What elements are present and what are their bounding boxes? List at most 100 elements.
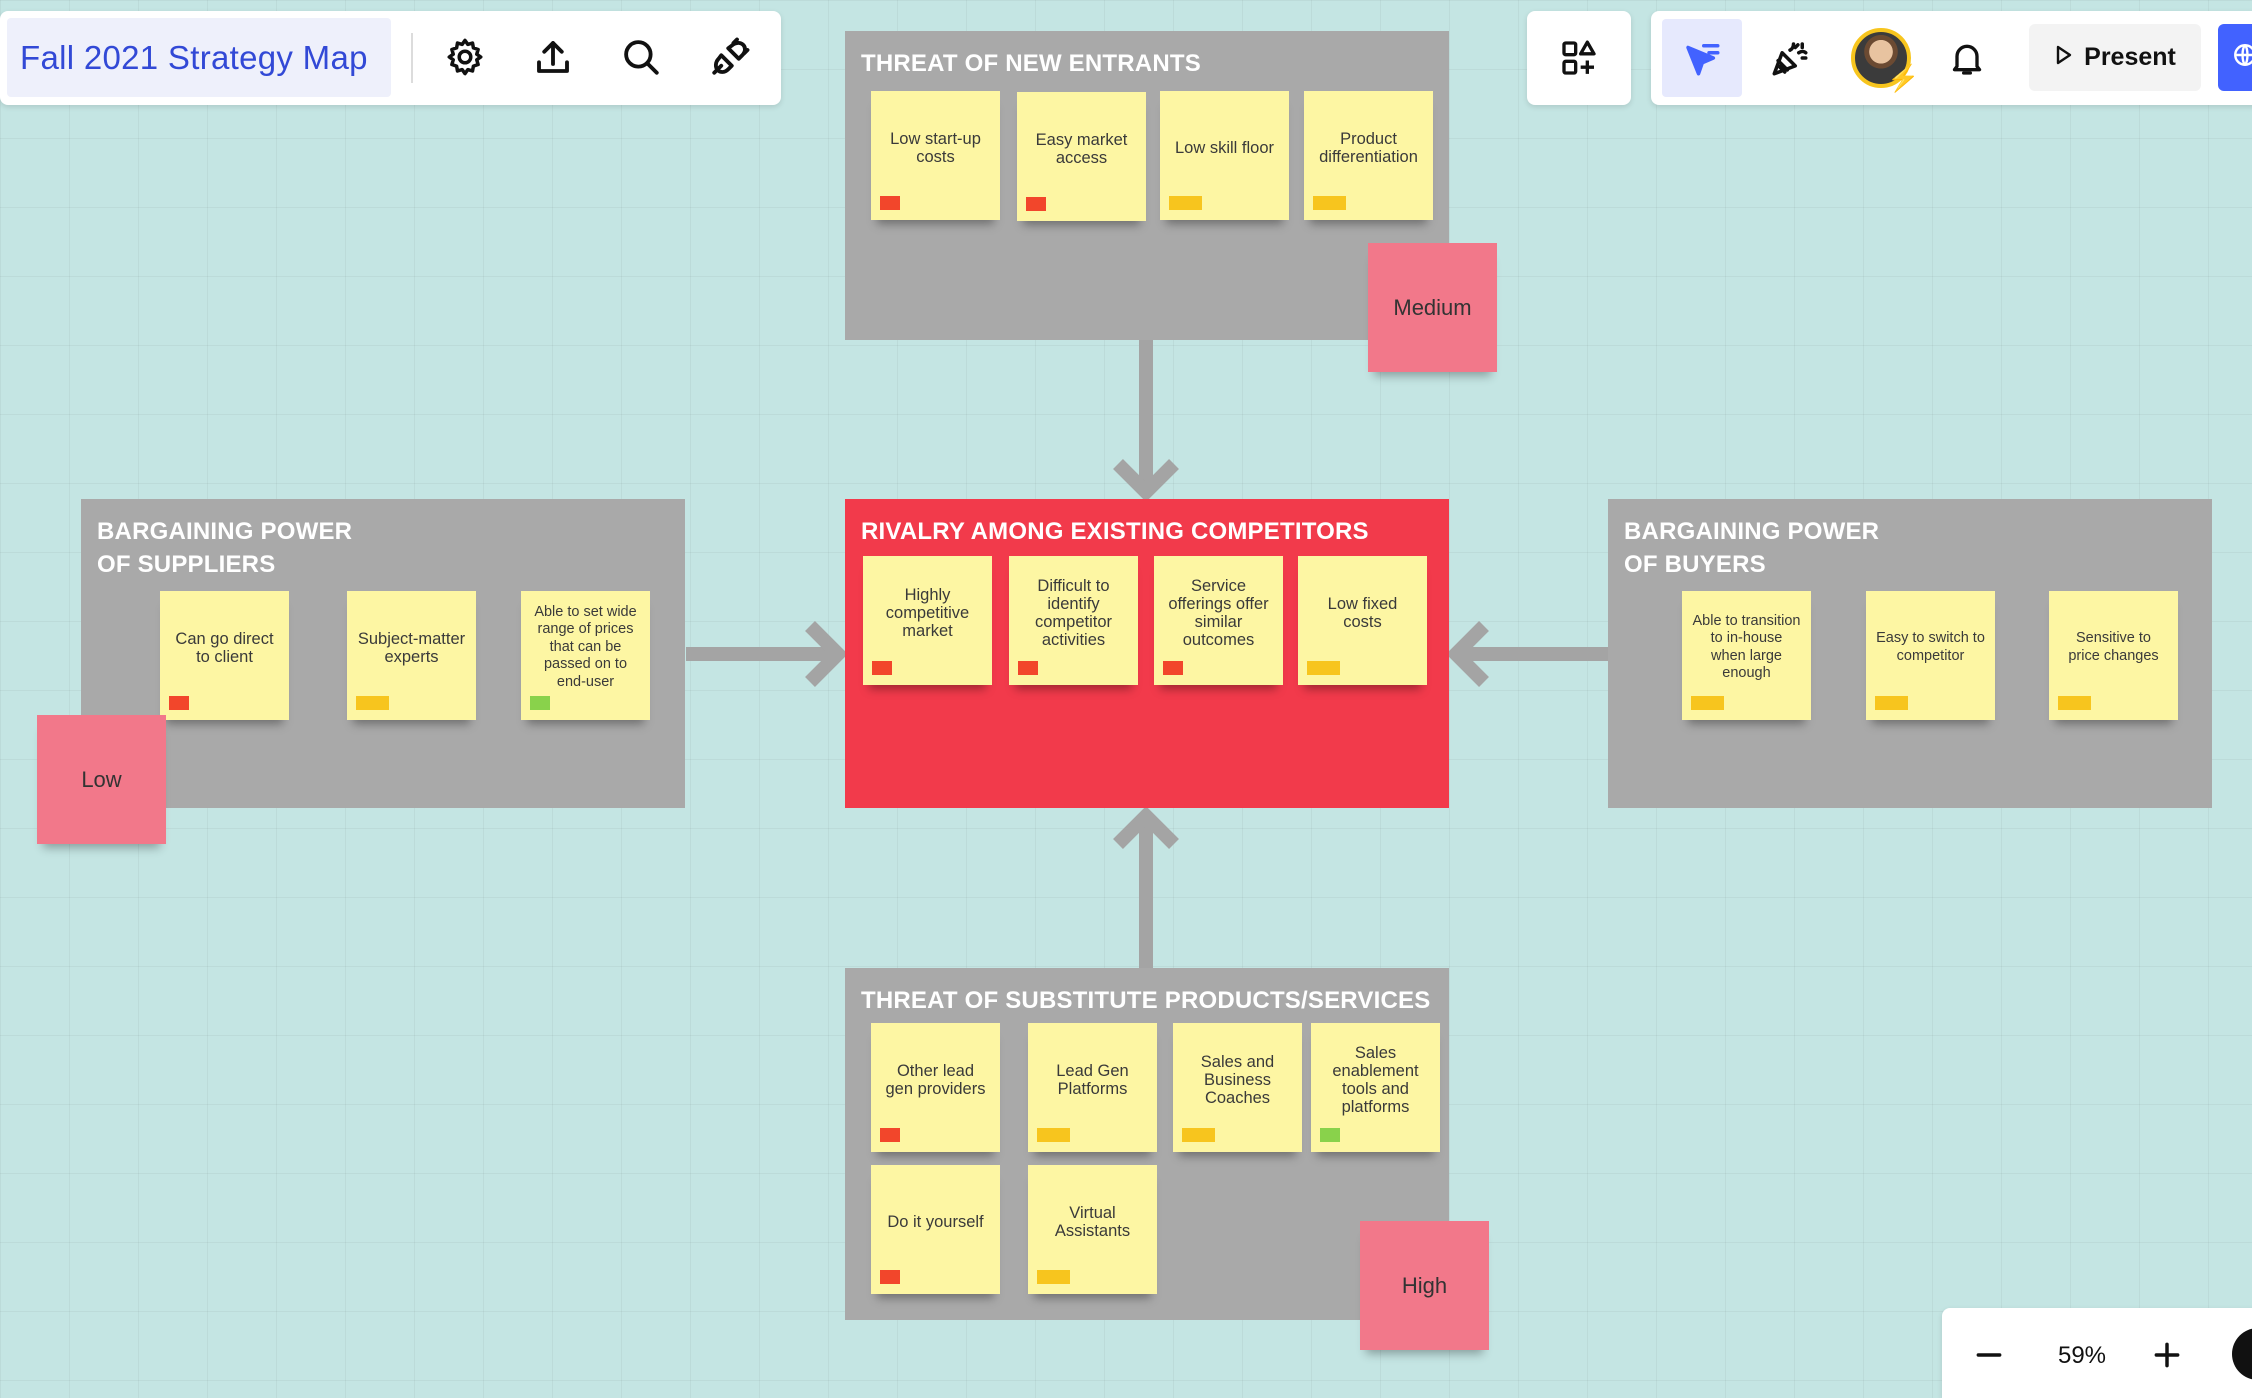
sticky-text: Do it yourself xyxy=(887,1212,984,1231)
plus-icon xyxy=(2151,1339,2183,1371)
select-mode-button[interactable] xyxy=(1662,19,1742,97)
sticky-note[interactable]: Low fixed costs xyxy=(1298,556,1427,685)
sticky-text: Sales enablement tools and platforms xyxy=(1332,1043,1419,1116)
sticky-text: Low start-up costs xyxy=(890,129,981,166)
party-popper-icon xyxy=(1769,37,1811,79)
panel-rivalry[interactable]: RIVALRY AMONG EXISTING COMPETITORS Highl… xyxy=(845,499,1449,808)
export-button[interactable] xyxy=(520,24,586,90)
share-button[interactable] xyxy=(2218,24,2252,91)
sticky-note[interactable]: Lead Gen Platforms xyxy=(1028,1023,1157,1152)
sticky-note[interactable]: Easy market access xyxy=(1017,92,1146,221)
bell-icon xyxy=(1947,38,1987,78)
rating-sticky-low[interactable]: Low xyxy=(37,715,166,844)
collaboration-toolbar: ⚡ Present xyxy=(1651,11,2252,105)
collapse-button[interactable] xyxy=(2232,1328,2252,1380)
sticky-note[interactable]: Low start-up costs xyxy=(871,91,1000,220)
rating-text: Medium xyxy=(1393,294,1472,320)
board-title[interactable]: Fall 2021 Strategy Map xyxy=(7,18,391,97)
sticky-note[interactable]: Able to transition to in-house when larg… xyxy=(1682,591,1811,720)
sticky-note[interactable]: Service offerings offer similar outcomes xyxy=(1154,556,1283,685)
sticky-text: Other lead gen providers xyxy=(885,1061,986,1098)
celebrate-button[interactable] xyxy=(1757,25,1823,91)
sticky-text: Easy to switch to competitor xyxy=(1876,630,1985,664)
sticky-text: Can go direct to client xyxy=(175,629,274,666)
zoom-in-button[interactable] xyxy=(2142,1330,2192,1380)
sticky-text: Low fixed costs xyxy=(1327,594,1398,631)
zoom-controls: 59% xyxy=(1942,1308,2252,1398)
sticky-note[interactable]: Sensitive to price changes xyxy=(2049,591,2178,720)
globe-icon xyxy=(2232,42,2252,73)
rating-sticky-high[interactable]: High xyxy=(1360,1221,1489,1350)
sticky-note[interactable]: Can go direct to client xyxy=(160,591,289,720)
tag-yellow xyxy=(1875,696,1908,710)
tag-yellow xyxy=(356,696,389,710)
sticky-note[interactable]: Product differentiation xyxy=(1304,91,1433,220)
sticky-text: Low skill floor xyxy=(1174,138,1275,157)
sticky-note[interactable]: Highly competitive market xyxy=(863,556,992,685)
sticky-note[interactable]: Low skill floor xyxy=(1160,91,1289,220)
shapes-toolbar xyxy=(1527,11,1631,105)
sticky-text: Able to transition to in-house when larg… xyxy=(1692,612,1801,682)
tag-yellow xyxy=(1182,1128,1215,1142)
tag-yellow xyxy=(1037,1270,1070,1284)
minus-icon xyxy=(1973,1339,2005,1371)
notifications-button[interactable] xyxy=(1934,25,2000,91)
play-icon xyxy=(2054,44,2074,71)
upload-icon xyxy=(532,36,574,78)
search-icon xyxy=(620,36,662,78)
sticky-text: Sensitive to price changes xyxy=(2068,630,2159,664)
sticky-text: Able to set wide range of prices that ca… xyxy=(534,603,637,690)
tag-red xyxy=(169,696,189,710)
tag-red xyxy=(1163,661,1183,675)
sticky-note[interactable]: Sales enablement tools and platforms xyxy=(1311,1023,1440,1152)
plug-icon xyxy=(709,36,751,78)
sticky-note[interactable]: Sales and Business Coaches xyxy=(1173,1023,1302,1152)
panel-new-entrants[interactable]: THREAT OF NEW ENTRANTS Low start-up cost… xyxy=(845,31,1449,340)
tag-red xyxy=(880,1270,900,1284)
arrow-down-to-rivalry xyxy=(1113,340,1179,500)
sticky-note[interactable]: Virtual Assistants xyxy=(1028,1165,1157,1294)
tag-red xyxy=(880,196,900,210)
sticky-text: Lead Gen Platforms xyxy=(1056,1061,1129,1098)
tag-green xyxy=(530,696,550,710)
sticky-text: Highly competitive market xyxy=(885,585,970,640)
tag-red xyxy=(1026,197,1046,211)
tag-yellow xyxy=(1307,661,1340,675)
panel-buyers[interactable]: BARGAINING POWER OF BUYERS Able to trans… xyxy=(1608,499,2212,808)
panel-substitutes[interactable]: THREAT OF SUBSTITUTE PRODUCTS/SERVICES O… xyxy=(845,968,1449,1320)
settings-button[interactable] xyxy=(432,24,498,90)
sticky-text: Easy market access xyxy=(1035,130,1128,167)
tag-yellow xyxy=(1691,696,1724,710)
rating-text: High xyxy=(1401,1272,1448,1298)
sticky-note[interactable]: Other lead gen providers xyxy=(871,1023,1000,1152)
tag-red xyxy=(1018,661,1038,675)
tag-yellow xyxy=(1313,196,1346,210)
sticky-note[interactable]: Able to set wide range of prices that ca… xyxy=(521,591,650,720)
panel-title: RIVALRY AMONG EXISTING COMPETITORS xyxy=(861,518,1369,545)
sticky-note[interactable]: Easy to switch to competitor xyxy=(1866,591,1995,720)
panel-suppliers[interactable]: BARGAINING POWER OF SUPPLIERS Can go dir… xyxy=(81,499,685,808)
shapes-icon xyxy=(1559,38,1599,78)
lightning-badge-icon: ⚡ xyxy=(1887,63,1920,93)
rating-text: Low xyxy=(81,766,122,792)
zoom-out-button[interactable] xyxy=(1964,1330,2014,1380)
board-toolbar: Fall 2021 Strategy Map xyxy=(0,11,781,105)
sticky-text: Service offerings offer similar outcomes xyxy=(1168,576,1269,649)
tag-red xyxy=(872,661,892,675)
present-button[interactable]: Present xyxy=(2029,24,2201,91)
sticky-text: Sales and Business Coaches xyxy=(1200,1052,1275,1107)
sticky-note[interactable]: Subject-matter experts xyxy=(347,591,476,720)
tag-yellow xyxy=(1169,196,1202,210)
sticky-note[interactable]: Do it yourself xyxy=(871,1165,1000,1294)
shapes-button[interactable] xyxy=(1546,25,1612,91)
avatar[interactable] xyxy=(1851,28,1911,88)
integrations-button[interactable] xyxy=(697,24,763,90)
tag-red xyxy=(880,1128,900,1142)
zoom-level[interactable]: 59% xyxy=(2057,1342,2107,1369)
rating-sticky-medium[interactable]: Medium xyxy=(1368,243,1497,372)
search-button[interactable] xyxy=(608,24,674,90)
tag-yellow xyxy=(2058,696,2091,710)
sticky-note[interactable]: Difficult to identify competitor activit… xyxy=(1009,556,1138,685)
tag-green xyxy=(1320,1128,1340,1142)
panel-title: BARGAINING POWER OF SUPPLIERS xyxy=(97,518,353,578)
